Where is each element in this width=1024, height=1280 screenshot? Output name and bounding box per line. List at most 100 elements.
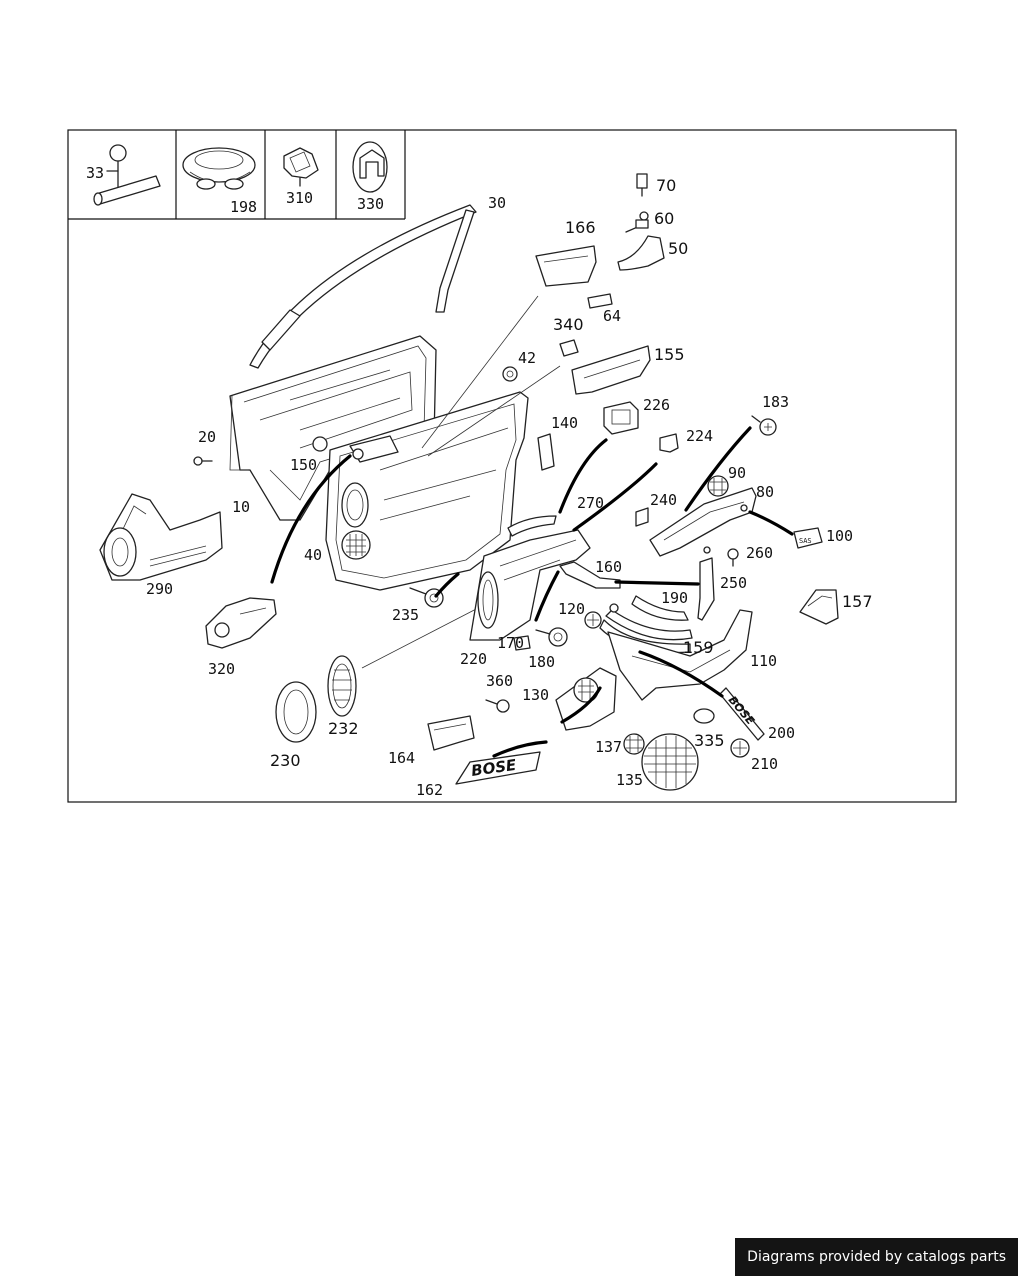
label-10: 10 xyxy=(232,498,250,516)
part-270-strip xyxy=(507,515,557,537)
part-232-speaker-grille xyxy=(327,655,357,717)
part-135-speaker-grille xyxy=(641,733,699,791)
label-183: 183 xyxy=(762,393,789,411)
inset-panel xyxy=(68,130,406,220)
part-290-mirror-cover xyxy=(99,493,223,581)
leader-155 xyxy=(427,365,561,457)
part-20-pin xyxy=(193,456,213,466)
label-226: 226 xyxy=(643,396,670,414)
part-310-clip xyxy=(283,147,319,187)
part-164-bracket xyxy=(427,715,475,751)
label-20: 20 xyxy=(198,428,216,446)
part-120-grille xyxy=(584,611,602,629)
bose-badge-text-a: BOSE xyxy=(470,756,518,780)
label-90: 90 xyxy=(728,464,746,482)
label-335: 335 xyxy=(694,731,725,750)
label-235: 235 xyxy=(392,606,419,624)
label-180: 180 xyxy=(528,653,555,671)
part-198-plug xyxy=(182,147,256,190)
assembly-arrows xyxy=(270,426,794,758)
part-50-handle xyxy=(617,235,665,271)
part-230-frame xyxy=(275,681,317,743)
part-90-tweeter-grille xyxy=(707,475,729,497)
part-235-screw xyxy=(409,587,444,608)
label-210: 210 xyxy=(751,755,778,773)
part-160-bracket xyxy=(559,561,621,589)
label-200: 200 xyxy=(768,724,795,742)
label-240: 240 xyxy=(650,491,677,509)
label-320: 320 xyxy=(208,660,235,678)
part-64-clip xyxy=(587,293,613,309)
part-137-grille xyxy=(623,733,645,755)
part-340-grommet xyxy=(559,339,579,357)
label-157: 157 xyxy=(842,592,873,611)
diagram-frame xyxy=(67,129,957,803)
label-330: 330 xyxy=(357,195,384,213)
label-190: 190 xyxy=(661,589,688,607)
label-33: 33 xyxy=(86,164,104,182)
part-110-lower-trim xyxy=(607,609,753,701)
label-164: 164 xyxy=(388,749,415,767)
label-42: 42 xyxy=(518,349,536,367)
part-33-rod xyxy=(93,144,161,206)
part-250-bracket xyxy=(697,546,715,621)
part-200-bose-emblem: BOSE xyxy=(719,687,765,741)
part-170-clip xyxy=(513,635,531,651)
part-155-armrest-insert xyxy=(571,345,651,395)
label-290: 290 xyxy=(146,580,173,598)
part-70-bolt xyxy=(636,173,648,197)
label-137: 137 xyxy=(595,738,622,756)
label-50: 50 xyxy=(668,239,688,258)
part-166-trim-cap xyxy=(535,245,597,287)
label-100: 100 xyxy=(826,527,853,545)
label-310: 310 xyxy=(286,189,313,207)
part-30-window-channel xyxy=(249,204,477,369)
label-120: 120 xyxy=(558,600,585,618)
label-360: 360 xyxy=(486,672,513,690)
label-159: 159 xyxy=(683,638,714,657)
label-340: 340 xyxy=(553,315,584,334)
part-130-speaker xyxy=(555,667,617,731)
part-180-screw xyxy=(535,627,568,647)
part-240-pad xyxy=(635,507,649,527)
part-190-handle-trim xyxy=(605,595,693,641)
label-140: 140 xyxy=(551,414,578,432)
footer-credit: Diagrams provided by catalogs parts xyxy=(735,1238,1018,1276)
part-157-cover xyxy=(799,589,839,625)
part-labels: 33 198 310 330 30 166 70 60 50 64 340 42… xyxy=(86,164,873,799)
label-232: 232 xyxy=(328,719,359,738)
label-170: 170 xyxy=(497,634,524,652)
part-210-grille xyxy=(730,738,750,758)
part-60-pin xyxy=(625,211,649,233)
label-250: 250 xyxy=(720,574,747,592)
part-80-trim-strip xyxy=(649,487,757,557)
part-220-door-pocket xyxy=(469,529,591,641)
leader-166 xyxy=(421,295,539,449)
label-70: 70 xyxy=(656,176,676,195)
label-150: 150 xyxy=(290,456,317,474)
label-60: 60 xyxy=(654,209,674,228)
leader-232 xyxy=(361,605,483,669)
label-130: 130 xyxy=(522,686,549,704)
label-224: 224 xyxy=(686,427,713,445)
part-330-grommet xyxy=(352,141,388,193)
part-100-sas-button: SAS xyxy=(793,527,823,549)
part-335-clip xyxy=(693,708,715,724)
label-270: 270 xyxy=(577,494,604,512)
label-260: 260 xyxy=(746,544,773,562)
part-183-screw xyxy=(751,415,777,436)
label-80: 80 xyxy=(756,483,774,501)
label-64: 64 xyxy=(603,307,621,325)
label-155: 155 xyxy=(654,345,685,364)
part-360-screw xyxy=(485,699,510,713)
label-198: 198 xyxy=(230,198,257,216)
label-40: 40 xyxy=(304,546,322,564)
part-40-door-panel xyxy=(325,391,529,591)
label-110: 110 xyxy=(750,652,777,670)
part-42-washer xyxy=(502,366,518,382)
part-224-bracket xyxy=(659,433,679,453)
label-230: 230 xyxy=(270,751,301,770)
part-320-switch-panel xyxy=(205,597,277,649)
bose-badge-text-b: BOSE xyxy=(726,694,758,728)
